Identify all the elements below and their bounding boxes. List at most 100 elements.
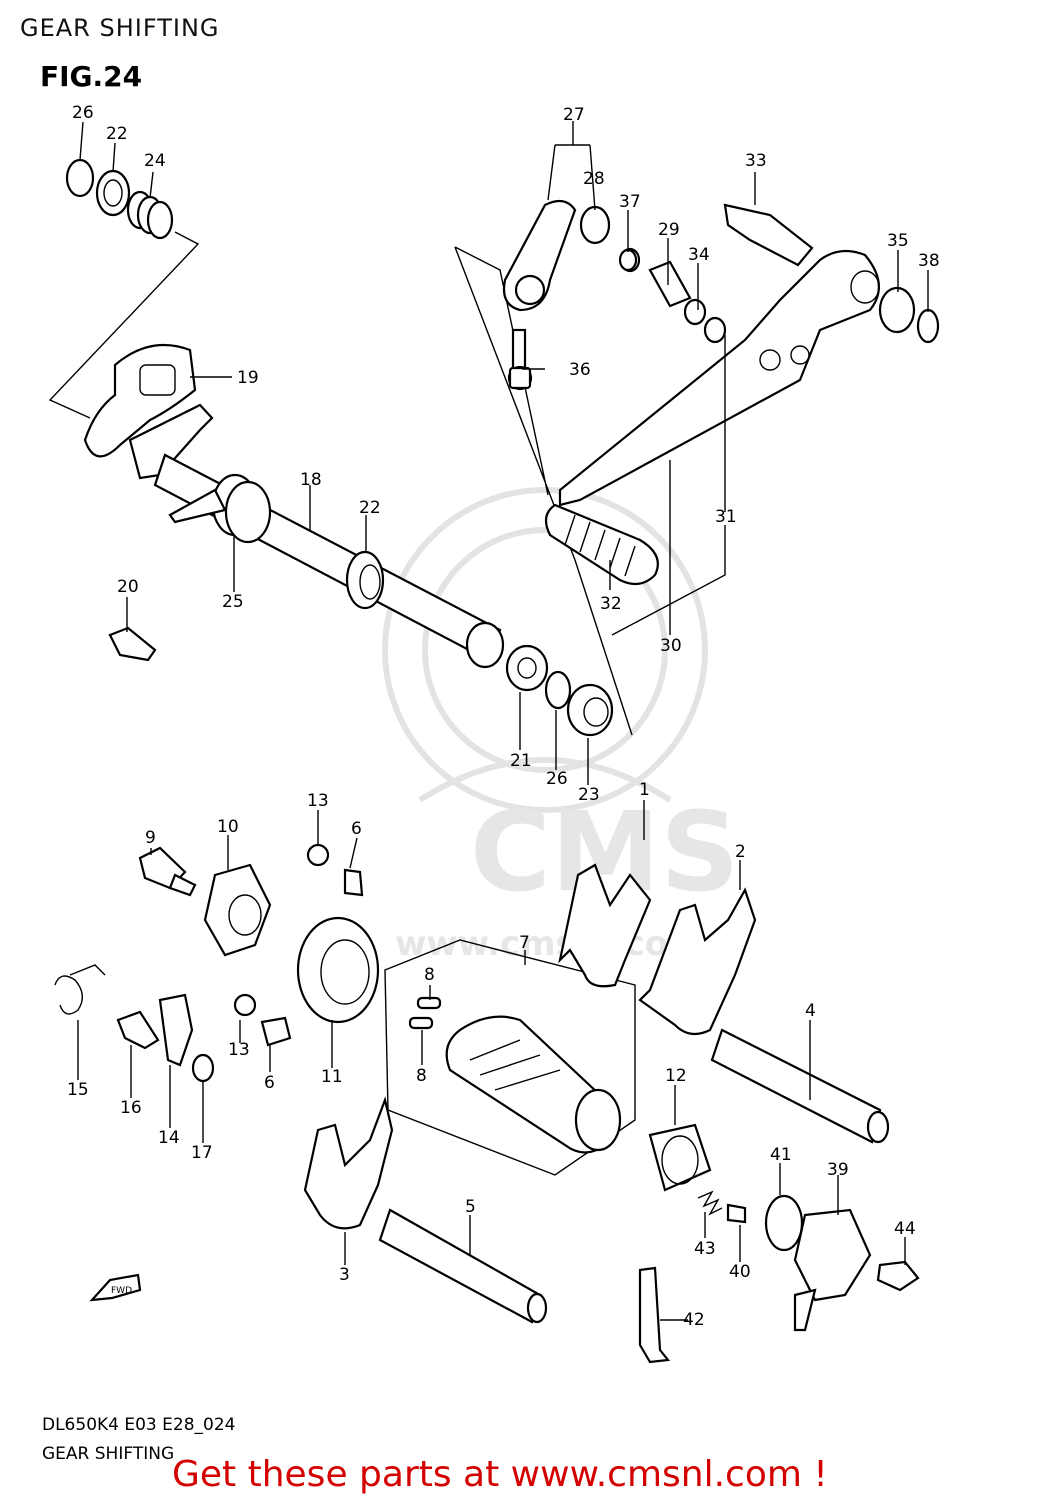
callout-3: 3 xyxy=(339,1265,350,1285)
callout-25: 25 xyxy=(222,592,244,612)
bearing-11 xyxy=(296,916,380,1024)
callout-6a: 6 xyxy=(351,819,362,839)
callout-11: 11 xyxy=(321,1067,343,1087)
gear-position-switch-39 xyxy=(793,1208,872,1332)
callout-37: 37 xyxy=(619,192,641,212)
callout-16: 16 xyxy=(120,1098,142,1118)
shift-arm-19 xyxy=(83,343,214,480)
pin-9-screw xyxy=(138,846,197,897)
callout-12: 12 xyxy=(665,1066,687,1086)
callout-22b: 22 xyxy=(359,498,381,518)
guide-triangle xyxy=(454,246,633,736)
stopper-6-lower xyxy=(260,1016,292,1047)
gear-shift-cam-7 xyxy=(445,1015,622,1154)
callout-39: 39 xyxy=(827,1160,849,1180)
guide-line-19 xyxy=(48,231,200,419)
callout-1: 1 xyxy=(639,780,650,800)
pivot-bolt-33 xyxy=(723,203,814,267)
callout-26a: 26 xyxy=(72,103,94,123)
shift-fork-3 xyxy=(303,1096,394,1230)
washer-22-shaft xyxy=(345,550,385,610)
spring-15 xyxy=(54,964,106,1015)
pin-8-lower xyxy=(408,1016,434,1030)
watermark-url: www.cmsnl.com xyxy=(395,924,704,964)
leader-lines xyxy=(77,121,929,1321)
shift-fork-1 xyxy=(558,863,652,988)
fwd-arrow-icon: FWD xyxy=(89,1273,142,1302)
diagram-code: DL650K4 E03 E28_024 xyxy=(42,1415,236,1435)
callout-23: 23 xyxy=(578,785,600,805)
callout-4: 4 xyxy=(805,1001,816,1021)
callout-22a: 22 xyxy=(106,124,128,144)
circlip-26-top xyxy=(65,158,95,198)
callout-13a: 13 xyxy=(307,791,329,811)
bolt-36 xyxy=(508,366,532,390)
bolt-20 xyxy=(108,626,157,662)
figure-label: FIG.24 xyxy=(40,60,143,93)
stopper-arm-14 xyxy=(158,993,194,1067)
screw-13-upper xyxy=(306,843,330,867)
oil-seal-23 xyxy=(566,683,614,737)
callout-43: 43 xyxy=(694,1239,716,1259)
callout-17: 17 xyxy=(191,1143,213,1163)
clamp-42 xyxy=(638,1266,671,1364)
callout-26b: 26 xyxy=(546,769,568,789)
gearshift-lever-30 xyxy=(558,249,880,507)
callout-14: 14 xyxy=(158,1128,180,1148)
link-arm-27 xyxy=(502,199,577,391)
callout-8b: 8 xyxy=(416,1066,427,1086)
callout-30: 30 xyxy=(660,636,682,656)
callout-29: 29 xyxy=(658,220,680,240)
washer-22-top xyxy=(95,169,131,217)
callout-34: 34 xyxy=(688,245,710,265)
cmsnl-parts-link[interactable]: Get these parts at www.cmsnl.com ! xyxy=(172,1454,828,1495)
washer-21 xyxy=(505,644,549,692)
pin-8-upper xyxy=(416,996,442,1010)
callout-40: 40 xyxy=(729,1262,751,1282)
callout-28: 28 xyxy=(583,169,605,189)
circlip-38 xyxy=(916,308,940,344)
callout-5: 5 xyxy=(465,1197,476,1217)
pin-40 xyxy=(726,1203,747,1224)
washer-35 xyxy=(878,286,916,334)
callout-41: 41 xyxy=(770,1145,792,1165)
bolt-29-spacer-34 xyxy=(648,260,727,344)
diagram-caption: GEAR SHIFTING xyxy=(42,1444,175,1464)
screw-13-lower xyxy=(233,993,257,1017)
small-washer-37 xyxy=(618,248,638,272)
callout-38: 38 xyxy=(918,251,940,271)
callout-10: 10 xyxy=(217,817,239,837)
callout-8a: 8 xyxy=(424,965,435,985)
spring-43 xyxy=(697,1190,723,1216)
fork-shaft-5 xyxy=(378,1208,548,1324)
bolt-16 xyxy=(116,1010,160,1050)
callout-27: 27 xyxy=(563,105,585,125)
o-ring-41 xyxy=(764,1194,804,1252)
callout-44: 44 xyxy=(894,1219,916,1239)
callout-labels: 26 22 24 19 18 22 20 25 27 28 37 29 34 3… xyxy=(67,103,940,1330)
spring-24 xyxy=(126,190,174,240)
gear-shift-shaft-18 xyxy=(153,453,505,669)
callout-33: 33 xyxy=(745,151,767,171)
callout-24: 24 xyxy=(144,151,166,171)
callout-35: 35 xyxy=(887,231,909,251)
callout-20: 20 xyxy=(117,577,139,597)
callout-13b: 13 xyxy=(228,1040,250,1060)
callout-36: 36 xyxy=(569,360,591,380)
stopper-6-upper xyxy=(343,868,364,897)
callout-9: 9 xyxy=(145,828,156,848)
callout-42: 42 xyxy=(683,1310,705,1330)
callout-6b: 6 xyxy=(264,1073,275,1093)
callout-15: 15 xyxy=(67,1080,89,1100)
circlip-26-mid xyxy=(544,670,572,710)
footpeg-rubber-32 xyxy=(544,503,659,586)
screw-44 xyxy=(876,1260,920,1292)
cam-stopper-plate-10 xyxy=(203,863,272,957)
callout-7: 7 xyxy=(519,933,530,953)
shift-fork-2 xyxy=(638,887,757,1036)
callout-32: 32 xyxy=(600,594,622,614)
watermark-logo: CMS www.cmsnl.com xyxy=(382,487,739,964)
callout-2: 2 xyxy=(735,842,746,862)
washer-17 xyxy=(191,1053,215,1083)
